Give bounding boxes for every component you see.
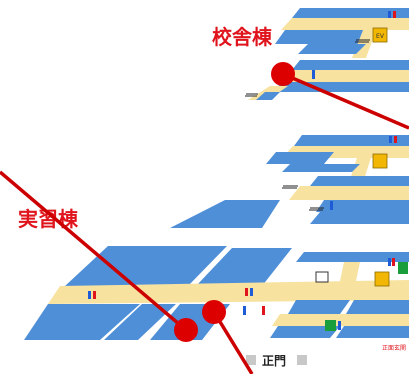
training-building-ground-floor — [24, 246, 409, 340]
training-building-label: 実習棟 — [18, 207, 79, 231]
floor-block — [292, 8, 409, 18]
restroom-icon — [389, 136, 397, 143]
corridor — [281, 18, 409, 30]
elevator-icon — [372, 153, 388, 169]
floor-block — [65, 246, 227, 286]
floor-block — [294, 135, 409, 146]
wheelchair-icon — [325, 320, 336, 331]
corridor — [336, 262, 360, 300]
elevator-label: EV — [376, 33, 385, 40]
gate-label: 正門 — [262, 354, 286, 368]
entrance-label: 正面玄関 — [382, 344, 406, 352]
route-marker-icon[interactable] — [202, 300, 226, 324]
vending-icon — [315, 271, 329, 283]
restroom-icon — [330, 201, 333, 210]
restroom-icon — [88, 258, 395, 330]
floor-block — [196, 248, 292, 286]
floor-block — [266, 152, 334, 164]
elevator-icon — [372, 27, 388, 43]
floor-block — [346, 300, 409, 314]
floor-block — [292, 60, 409, 70]
floor-block — [298, 44, 366, 54]
gate-pillar-left — [246, 355, 256, 365]
floor-block — [256, 92, 280, 100]
floor-block — [282, 164, 360, 172]
floor-block — [270, 326, 340, 338]
elevator-icon — [374, 271, 390, 287]
route-line-1 — [0, 170, 188, 332]
restroom-icon — [388, 11, 396, 18]
route-marker-icon[interactable] — [174, 318, 198, 342]
route-line-3 — [282, 72, 409, 130]
floor-block — [24, 304, 140, 340]
floor-block — [316, 200, 409, 212]
stairs-icon — [245, 39, 370, 97]
floor-block — [275, 30, 372, 44]
school-building-label: 校舎棟 — [212, 25, 273, 49]
floor-block — [296, 252, 409, 262]
corridor — [48, 280, 409, 304]
route-line-2 — [212, 311, 254, 374]
floor-block — [310, 176, 409, 186]
route-marker-icon[interactable] — [271, 62, 295, 86]
school-building-top-floor: EV — [245, 8, 409, 100]
corridor — [272, 314, 409, 326]
floor-block — [336, 326, 409, 338]
floor-block — [170, 200, 280, 228]
floor-block — [104, 304, 176, 340]
gate-pillar-right — [297, 355, 307, 365]
stairs-icon — [282, 185, 324, 211]
floor-block — [310, 212, 409, 224]
floor-block — [273, 82, 409, 92]
floor-block — [288, 300, 350, 314]
corridor — [289, 186, 409, 200]
restroom-icon — [312, 70, 315, 79]
school-building-middle-floor — [170, 135, 409, 228]
wheelchair-icon — [398, 262, 408, 274]
